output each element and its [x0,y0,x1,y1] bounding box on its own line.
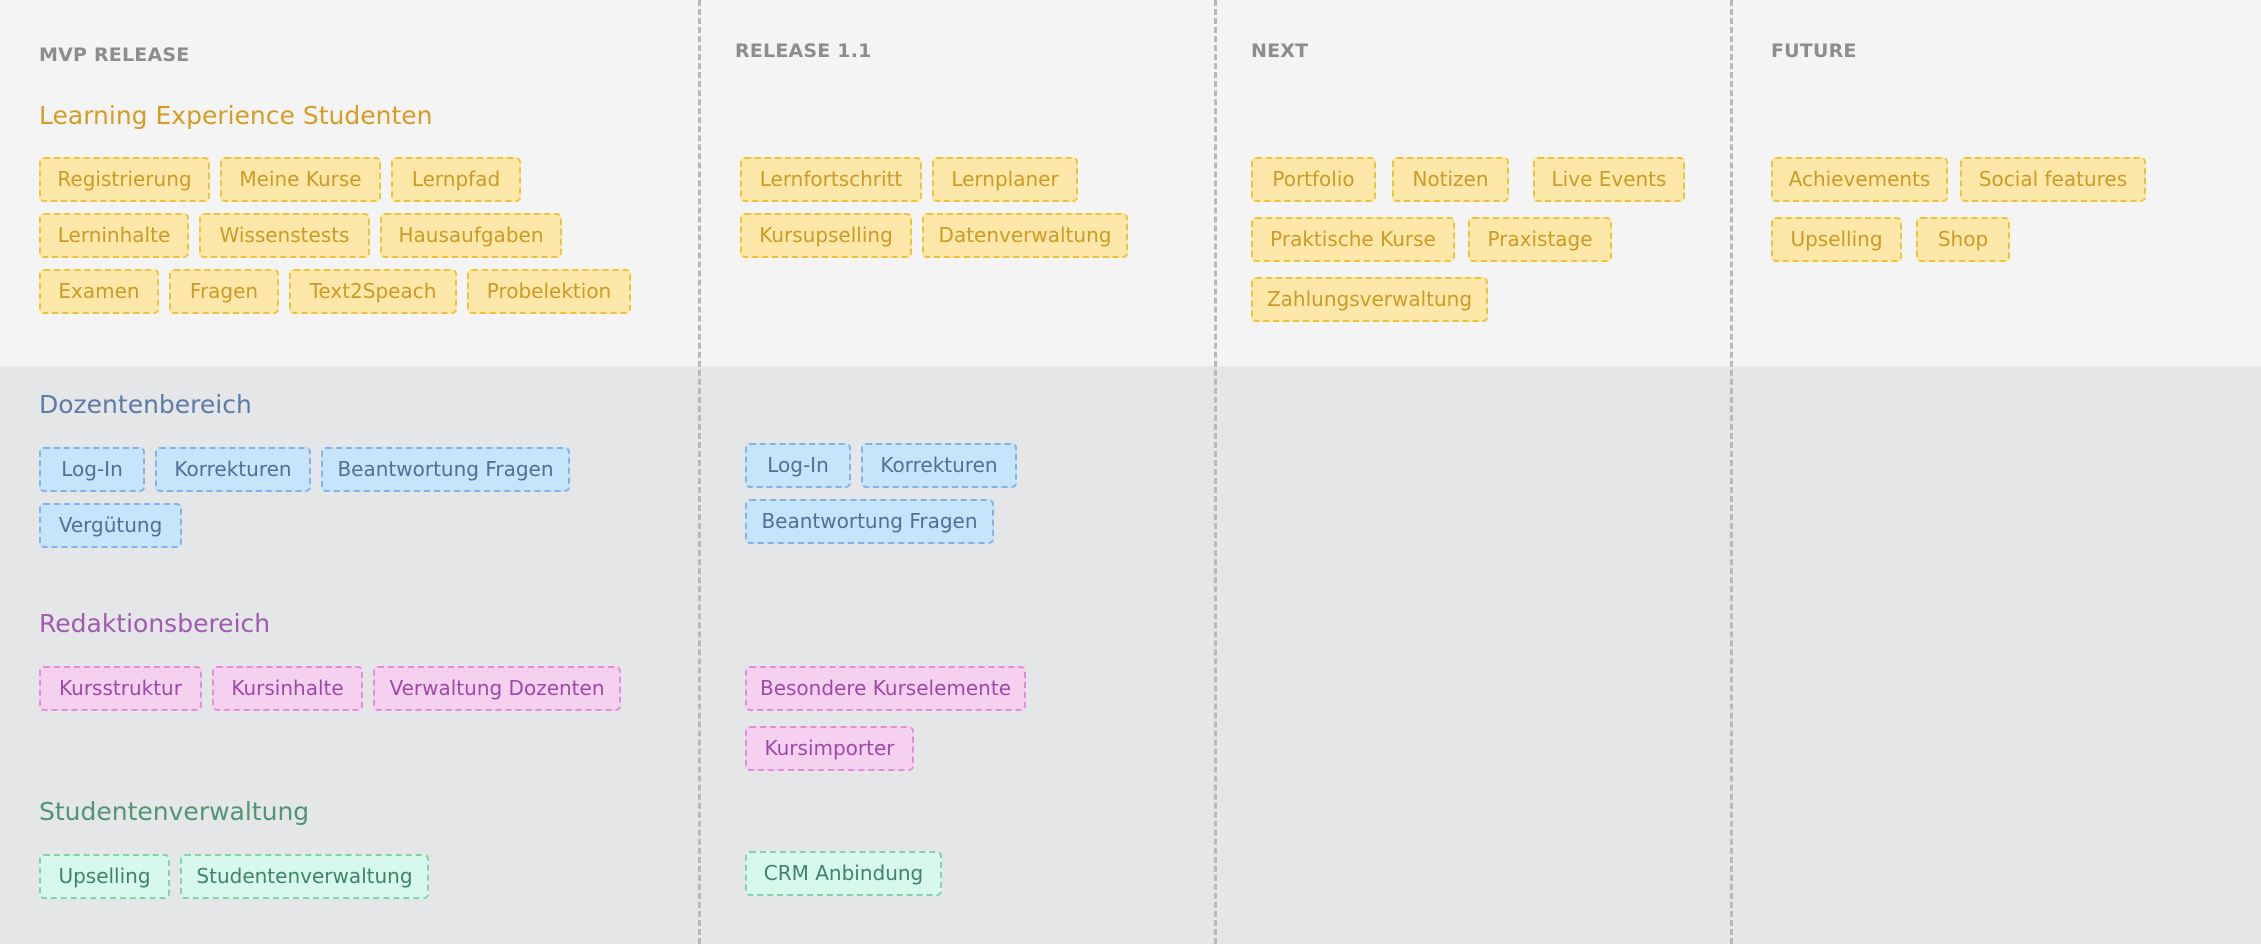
chip-praktische-kurse[interactable]: Praktische Kurse [1251,217,1455,262]
chip-live-events[interactable]: Live Events [1533,157,1685,202]
chip-korrekturen[interactable]: Korrekturen [155,447,311,492]
chip-datenverwaltung[interactable]: Datenverwaltung [922,213,1128,258]
column-header-mvp-release: MVP RELEASE [39,44,190,66]
section-title-studentenverwaltung: Studentenverwaltung [39,797,310,826]
chip-lernplaner[interactable]: Lernplaner [932,157,1078,202]
column-divider [1730,0,1733,944]
column-header-next: NEXT [1251,40,1309,62]
column-divider [698,0,701,944]
chip-praxistage[interactable]: Praxistage [1468,217,1612,262]
chip-portfolio[interactable]: Portfolio [1251,157,1376,202]
chip-zahlungsverwaltung[interactable]: Zahlungsverwaltung [1251,277,1488,322]
chip-besondere-kurselemente[interactable]: Besondere Kurselemente [745,666,1026,711]
chip-hausaufgaben[interactable]: Hausaufgaben [380,213,562,258]
chip-lernpfad[interactable]: Lernpfad [391,157,521,202]
chip-log-in[interactable]: Log-In [745,443,851,488]
chip-lernfortschritt[interactable]: Lernfortschritt [740,157,922,202]
chip-verguetung[interactable]: Vergütung [39,503,182,548]
chip-crm-anbindung[interactable]: CRM Anbindung [745,851,942,896]
chip-verwaltung-dozenten[interactable]: Verwaltung Dozenten [373,666,621,711]
chip-log-in[interactable]: Log-In [39,447,145,492]
chip-kursimporter[interactable]: Kursimporter [745,726,914,771]
chip-registrierung[interactable]: Registrierung [39,157,210,202]
chip-achievements[interactable]: Achievements [1771,157,1948,202]
chip-notizen[interactable]: Notizen [1392,157,1509,202]
chip-fragen[interactable]: Fragen [169,269,279,314]
chip-upselling[interactable]: Upselling [1771,217,1902,262]
chip-wissenstests[interactable]: Wissenstests [199,213,370,258]
column-header-future: FUTURE [1771,40,1857,62]
chip-beantwortung-fragen[interactable]: Beantwortung Fragen [745,499,994,544]
chip-social-features[interactable]: Social features [1960,157,2146,202]
chip-meine-kurse[interactable]: Meine Kurse [220,157,381,202]
chip-korrekturen[interactable]: Korrekturen [861,443,1017,488]
chip-text2speach[interactable]: Text2Speach [289,269,457,314]
chip-kursstruktur[interactable]: Kursstruktur [39,666,202,711]
chip-upselling[interactable]: Upselling [39,854,170,899]
chip-studentenverwaltung[interactable]: Studentenverwaltung [180,854,429,899]
column-header-release-1-1: RELEASE 1.1 [735,40,872,62]
chip-kursupselling[interactable]: Kursupselling [740,213,912,258]
section-title-dozentenbereich: Dozentenbereich [39,390,252,419]
section-title-redaktionsbereich: Redaktionsbereich [39,609,271,638]
chip-shop[interactable]: Shop [1916,217,2010,262]
chip-lerninhalte[interactable]: Lerninhalte [39,213,189,258]
chip-examen[interactable]: Examen [39,269,159,314]
chip-kursinhalte[interactable]: Kursinhalte [212,666,363,711]
section-title-learning-experience: Learning Experience Studenten [39,101,433,130]
column-divider [1214,0,1217,944]
chip-probelektion[interactable]: Probelektion [467,269,631,314]
chip-beantwortung-fragen[interactable]: Beantwortung Fragen [321,447,570,492]
